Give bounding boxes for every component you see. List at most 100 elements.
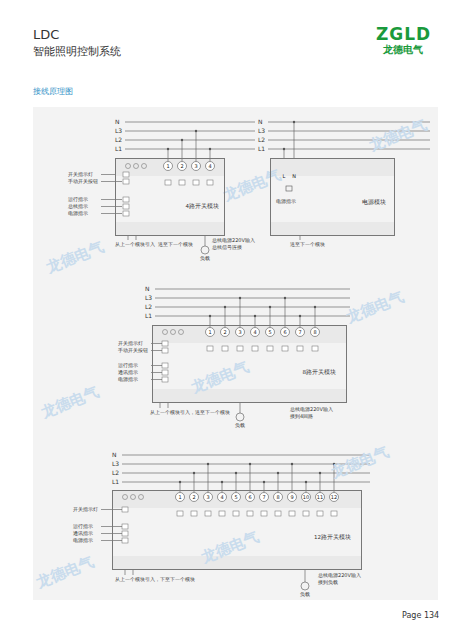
- terminal: [206, 328, 215, 337]
- terminal: [260, 493, 269, 502]
- bus-name: L3: [115, 128, 122, 134]
- bottom-strip: [115, 222, 225, 236]
- output-wire: [250, 464, 251, 493]
- module-box: 8路开关模块: [152, 325, 347, 403]
- label: 手动开关按钮: [68, 179, 98, 184]
- label: 从上一个模块引入，送至下一个模块: [150, 410, 230, 415]
- cover-dot: [134, 164, 139, 169]
- bus-name: L2: [115, 137, 122, 143]
- label: 接到负载: [318, 580, 338, 585]
- indicator: [162, 377, 168, 382]
- terminal-number: 3: [203, 495, 213, 500]
- manual-button: [282, 346, 288, 351]
- junction-dot: [284, 297, 286, 299]
- terminal-number: 1: [175, 495, 185, 500]
- cover-dot: [171, 330, 176, 335]
- output-wire: [240, 298, 241, 328]
- terminal: [266, 328, 275, 337]
- terminal-number: 2: [220, 330, 230, 335]
- label: 开关指示灯: [68, 172, 93, 177]
- label: 运行指示: [73, 524, 93, 529]
- terminal: [302, 493, 311, 502]
- module-box: 4路开关模块: [115, 158, 225, 236]
- label: 运行指示: [118, 363, 138, 368]
- label: Page 134: [402, 612, 439, 620]
- label: 负载: [235, 423, 245, 428]
- label: 从上一个模块引入，下至下一个模块: [115, 577, 195, 582]
- label: 总线电源220V输入: [212, 238, 255, 243]
- label: 总线电源220V输入: [290, 407, 333, 412]
- junction-dot: [207, 463, 209, 465]
- terminal-number: 9: [287, 495, 297, 500]
- junction-dot: [314, 306, 316, 308]
- module-box: 电源模块: [270, 158, 395, 236]
- label: 龙德电气: [383, 45, 423, 55]
- bus-name: L2: [112, 470, 119, 476]
- manual-button: [261, 511, 267, 516]
- terminal: [316, 493, 325, 502]
- label: 总线信号连接: [212, 245, 242, 250]
- module-name: 电源模块: [362, 200, 386, 206]
- bus-name: L3: [112, 461, 119, 467]
- terminal-number: 12: [329, 495, 339, 500]
- cover-dot: [126, 164, 131, 169]
- junction-dot: [319, 472, 321, 474]
- junction-dot: [179, 481, 181, 483]
- terminal: [281, 328, 290, 337]
- manual-button: [222, 346, 228, 351]
- terminal: [288, 493, 297, 502]
- terminal-number: 6: [245, 495, 255, 500]
- terminal-number: 5: [231, 495, 241, 500]
- label: 电源指示: [118, 377, 138, 382]
- terminal-number: 4: [250, 330, 260, 335]
- label: 接到4回路: [290, 414, 313, 419]
- output-wire: [208, 464, 209, 493]
- junction-dot: [167, 148, 169, 150]
- label: 负载: [300, 592, 310, 597]
- bus-name: N: [112, 452, 117, 458]
- terminal: [192, 162, 201, 171]
- label: 总线指示: [68, 204, 88, 209]
- junction-dot: [277, 472, 279, 474]
- junction-dot: [209, 315, 211, 317]
- terminal-number: 3: [235, 330, 245, 335]
- manual-button: [177, 511, 183, 516]
- terminal-number: 1: [205, 330, 215, 335]
- manual-button: [207, 346, 213, 351]
- terminal: [246, 493, 255, 502]
- terminal: [274, 493, 283, 502]
- cover-dot: [123, 495, 128, 500]
- cover-dot: [131, 495, 136, 500]
- indicator: [122, 524, 128, 529]
- leader-lines: [101, 122, 309, 590]
- terminal-strip: [270, 158, 395, 176]
- module-box: 12路开关模块: [112, 490, 362, 570]
- cover-dot: [163, 330, 168, 335]
- indicator: [122, 531, 128, 536]
- terminal-number: 3: [191, 164, 201, 169]
- manual-button: [331, 511, 337, 516]
- indicator: [122, 507, 128, 512]
- indicator: [122, 538, 128, 543]
- indicator: [123, 204, 129, 209]
- indicator: [123, 172, 129, 177]
- module-name: 4路开关模块: [186, 204, 220, 210]
- manual-button: [219, 511, 225, 516]
- terminal-strip: [115, 158, 225, 176]
- bottom-strip: [112, 556, 362, 570]
- junction-dot: [299, 315, 301, 317]
- junction-dot: [193, 472, 195, 474]
- terminal-number: 7: [295, 330, 305, 335]
- label: ZGLD: [376, 26, 431, 43]
- manual-button: [289, 511, 295, 516]
- label: 通讯指示: [118, 370, 138, 375]
- label: 开关指示灯: [73, 507, 98, 512]
- junction-dot: [181, 139, 183, 141]
- bus-name: N: [115, 119, 120, 125]
- bus-name: L1: [112, 479, 119, 485]
- manual-button: [179, 180, 185, 185]
- junction-dot: [263, 481, 265, 483]
- terminal: [178, 162, 187, 171]
- cover-dot: [142, 164, 147, 169]
- indicator: [162, 348, 168, 353]
